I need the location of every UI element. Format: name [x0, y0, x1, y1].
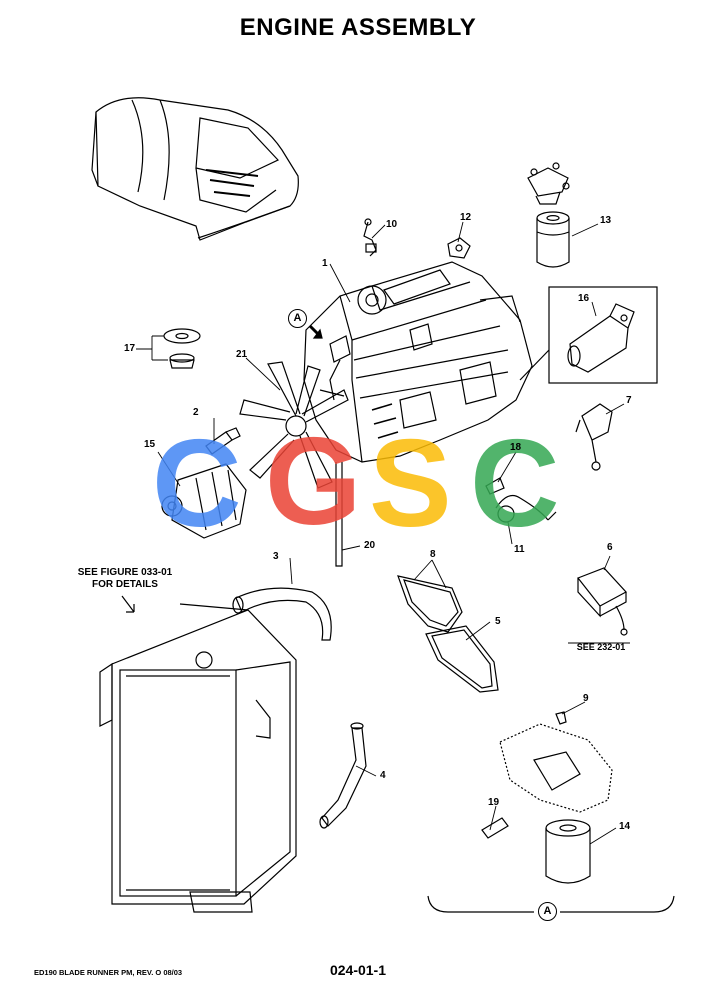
sensor-18	[485, 477, 505, 495]
callout-21: 21	[236, 349, 248, 360]
detail-a-pointer	[308, 324, 323, 339]
page-title: ENGINE ASSEMBLY	[239, 14, 477, 41]
callout-18: 18	[510, 442, 522, 453]
hose-4	[319, 722, 367, 829]
detail-marker-a-engine: A	[288, 309, 307, 328]
belts-8-5	[397, 575, 499, 693]
callout-13: 13	[600, 215, 612, 226]
filter-13	[536, 211, 570, 268]
footer-page-number: 024-01-1	[329, 962, 387, 978]
part-10	[363, 218, 377, 257]
dipstick-20	[335, 462, 343, 567]
callout-8: 8	[430, 549, 436, 560]
watermark-letter-s: S	[369, 415, 452, 553]
leader-lines	[121, 221, 630, 845]
callout-5: 5	[495, 616, 501, 627]
see-figure-note: SEE FIGURE 033-01 FOR DETAILS	[60, 567, 190, 591]
gasket-12	[447, 237, 471, 259]
harness-11	[495, 495, 557, 523]
vehicle-illustration	[91, 97, 299, 241]
fuel-filter-head	[527, 162, 570, 205]
module-6	[577, 567, 628, 636]
starter-16-box	[519, 286, 658, 384]
see-figure-line1: SEE FIGURE 033-01	[77, 567, 173, 578]
see-232-note: SEE 232-01	[576, 642, 626, 652]
callout-11: 11	[514, 544, 525, 555]
watermark-letter-c2: C	[470, 415, 560, 553]
callout-3: 3	[273, 551, 279, 562]
watermark-letter-c1: C	[152, 415, 242, 553]
callout-19: 19	[488, 797, 500, 808]
callout-7: 7	[626, 395, 632, 406]
callout-20: 20	[364, 540, 376, 551]
fan-21	[239, 361, 349, 489]
callout-6: 6	[607, 542, 613, 553]
engine-block	[303, 261, 533, 463]
callout-12: 12	[460, 212, 472, 223]
callout-16: 16	[578, 293, 590, 304]
sensor-2	[205, 427, 241, 455]
callout-17: 17	[124, 343, 136, 354]
detail-marker-a-inset: A	[538, 902, 557, 921]
detail-a	[427, 711, 675, 913]
radiator	[99, 603, 297, 913]
thermostat-17	[163, 328, 201, 369]
part-7	[575, 403, 613, 471]
alternator-15	[161, 463, 247, 539]
footer-doc-info: ED190 BLADE RUNNER PM, REV. O 08/03	[34, 968, 183, 977]
hose-3	[232, 587, 332, 641]
callout-15: 15	[144, 439, 156, 450]
callout-4: 4	[380, 770, 386, 781]
callout-10: 10	[386, 219, 398, 230]
see-figure-line2: FOR DETAILS	[92, 579, 158, 590]
watermark-letter-g: G	[265, 413, 362, 551]
callout-14: 14	[619, 821, 631, 832]
callout-1: 1	[322, 258, 328, 269]
callout-9: 9	[583, 693, 589, 704]
callout-2: 2	[193, 407, 199, 418]
